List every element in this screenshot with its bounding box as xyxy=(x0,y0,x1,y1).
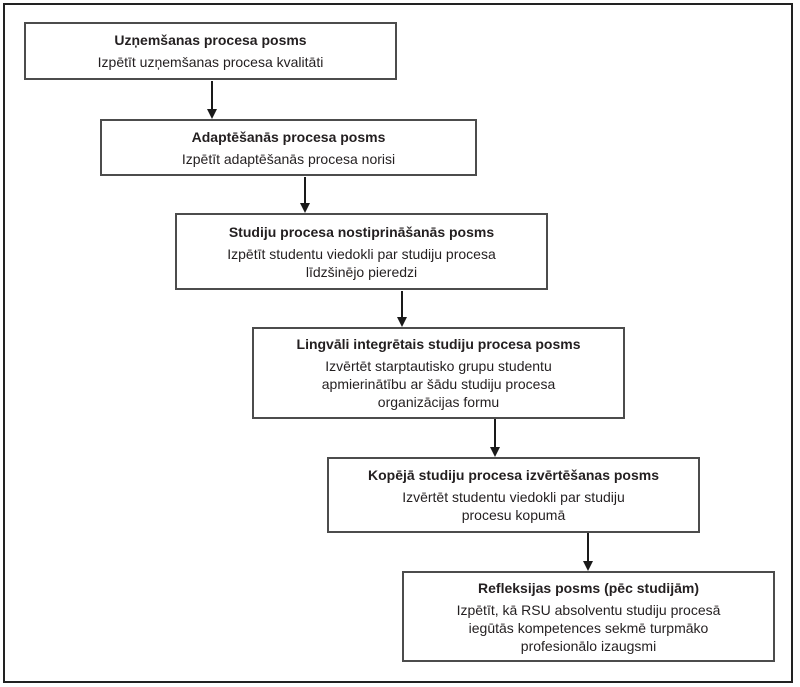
arrow-head xyxy=(207,109,217,119)
arrow-down-icon xyxy=(395,291,409,327)
arrow-shaft xyxy=(401,291,403,319)
step-description: Izpētīt, kā RSU absolventu studiju proce… xyxy=(456,601,721,654)
arrow-shaft xyxy=(211,81,213,111)
flow-step-linguistically-integrated: Lingvāli integrētais studiju procesa pos… xyxy=(252,327,625,419)
step-title: Refleksijas posms (pēc studijām) xyxy=(478,579,699,596)
step-title: Kopējā studiju procesa izvērtēšanas posm… xyxy=(368,467,659,483)
arrow-head xyxy=(490,447,500,457)
flow-step-reflection: Refleksijas posms (pēc studijām) Izpētīt… xyxy=(402,571,775,662)
flow-step-overall-evaluation: Kopējā studiju procesa izvērtēšanas posm… xyxy=(327,457,700,533)
step-description: Izpētīt adaptēšanās procesa norisi xyxy=(181,150,396,167)
arrow-down-icon xyxy=(205,81,219,119)
arrow-head xyxy=(583,561,593,571)
arrow-shaft xyxy=(587,533,589,563)
step-title: Uzņemšanas procesa posms xyxy=(114,32,307,48)
flow-step-admission: Uzņemšanas procesa posms Izpētīt uzņemša… xyxy=(24,22,397,80)
step-description: Izpētīt uzņemšanas procesa kvalitāti xyxy=(97,54,324,70)
arrow-down-icon xyxy=(298,177,312,213)
step-title: Studiju procesa nostiprināšanās posms xyxy=(228,223,495,240)
arrow-shaft xyxy=(494,419,496,449)
arrow-down-icon xyxy=(488,419,502,457)
arrow-head xyxy=(397,317,407,327)
step-description: Izpētīt studentu viedokli par studiju pr… xyxy=(227,245,496,280)
step-description: Izvērtēt starptautisko grupu studentu ap… xyxy=(321,358,556,410)
arrow-shaft xyxy=(304,177,306,205)
arrow-down-icon xyxy=(581,533,595,571)
figure-border xyxy=(3,3,793,683)
step-title: Adaptēšanās procesa posms xyxy=(191,128,386,145)
flow-step-consolidation: Studiju procesa nostiprināšanās posms Iz… xyxy=(175,213,548,290)
arrow-head xyxy=(300,203,310,213)
flow-step-adaptation: Adaptēšanās procesa posms Izpētīt adaptē… xyxy=(100,119,477,176)
step-title: Lingvāli integrētais studiju procesa pos… xyxy=(296,336,581,352)
step-description: Izvērtēt studentu viedokli par studiju p… xyxy=(402,489,625,523)
